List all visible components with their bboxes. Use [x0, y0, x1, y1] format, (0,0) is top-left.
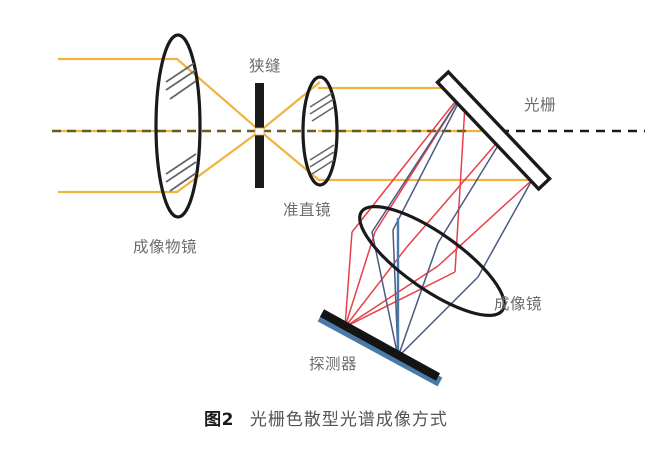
collimator-lens-body	[301, 75, 339, 187]
objective-lens-body	[154, 33, 202, 219]
red-ray-d2	[344, 265, 439, 328]
slit-assembly	[254, 83, 265, 188]
detector	[317, 309, 443, 387]
objective-hatch-group	[165, 61, 197, 192]
collimator-hatch-5	[309, 151, 335, 168]
slit-bar-lower	[255, 135, 264, 188]
objective-hatch-2	[165, 69, 197, 91]
red-dispersed-rays	[344, 87, 533, 328]
slit-aperture	[254, 127, 265, 136]
converging-ray-bundle	[176, 58, 261, 193]
blue-ray-c2	[397, 242, 439, 358]
converge-ray-upper	[176, 58, 261, 132]
label-slit: 狭缝	[249, 57, 282, 75]
grating-bar	[435, 69, 552, 192]
label-collimator: 准直镜	[283, 201, 332, 219]
imaging-mirror-body	[358, 205, 506, 317]
red-ray-d1	[437, 179, 533, 267]
converge-ray-lower	[176, 130, 261, 193]
objective-hatch-1	[165, 61, 197, 83]
caption-number: 图2	[204, 410, 234, 430]
label-imaging-mirror: 成像镜	[494, 295, 543, 313]
objective-hatch-5	[165, 161, 197, 183]
blue-ray-b1	[371, 87, 467, 233]
objective-hatch-3	[169, 80, 197, 100]
blue-ray-d1	[477, 179, 533, 278]
red-ray-b1	[454, 87, 467, 273]
collimator-lens	[301, 75, 339, 187]
blue-ray-a1	[392, 87, 467, 231]
blue-dispersed-rays	[371, 87, 533, 358]
collimator-hatch-4	[309, 144, 335, 161]
red-ray-c1	[405, 130, 508, 249]
collimator-hatch-1	[309, 91, 335, 108]
red-ray-e2	[344, 231, 353, 328]
caption-text: 光栅色散型光谱成像方式	[249, 410, 448, 430]
imaging-objective-lens	[154, 33, 202, 219]
collimator-hatch-3	[311, 106, 335, 122]
imaging-mirror	[358, 205, 506, 317]
detector-body	[319, 309, 441, 381]
objective-hatch-4	[165, 153, 197, 175]
label-imaging-objective: 成像物镜	[133, 238, 198, 256]
collimator-hatch-group	[309, 91, 335, 175]
label-grating: 光栅	[524, 96, 557, 114]
blue-ray-c1	[437, 130, 508, 244]
label-detector: 探测器	[309, 355, 358, 373]
blue-ray-b2	[371, 231, 399, 358]
blue-ray-d2	[397, 276, 479, 358]
slit-bar-upper	[255, 83, 264, 128]
collimator-hatch-2	[309, 98, 335, 115]
red-ray-b2	[344, 271, 456, 328]
red-ray-c2	[344, 247, 407, 328]
collimator-hatch-6	[311, 159, 335, 175]
objective-hatch-6	[169, 172, 197, 192]
red-ray-e1	[351, 87, 467, 233]
figure-caption: 图2 光栅色散型光谱成像方式	[0, 405, 652, 430]
red-ray-a2	[344, 231, 376, 328]
grating	[435, 69, 552, 192]
